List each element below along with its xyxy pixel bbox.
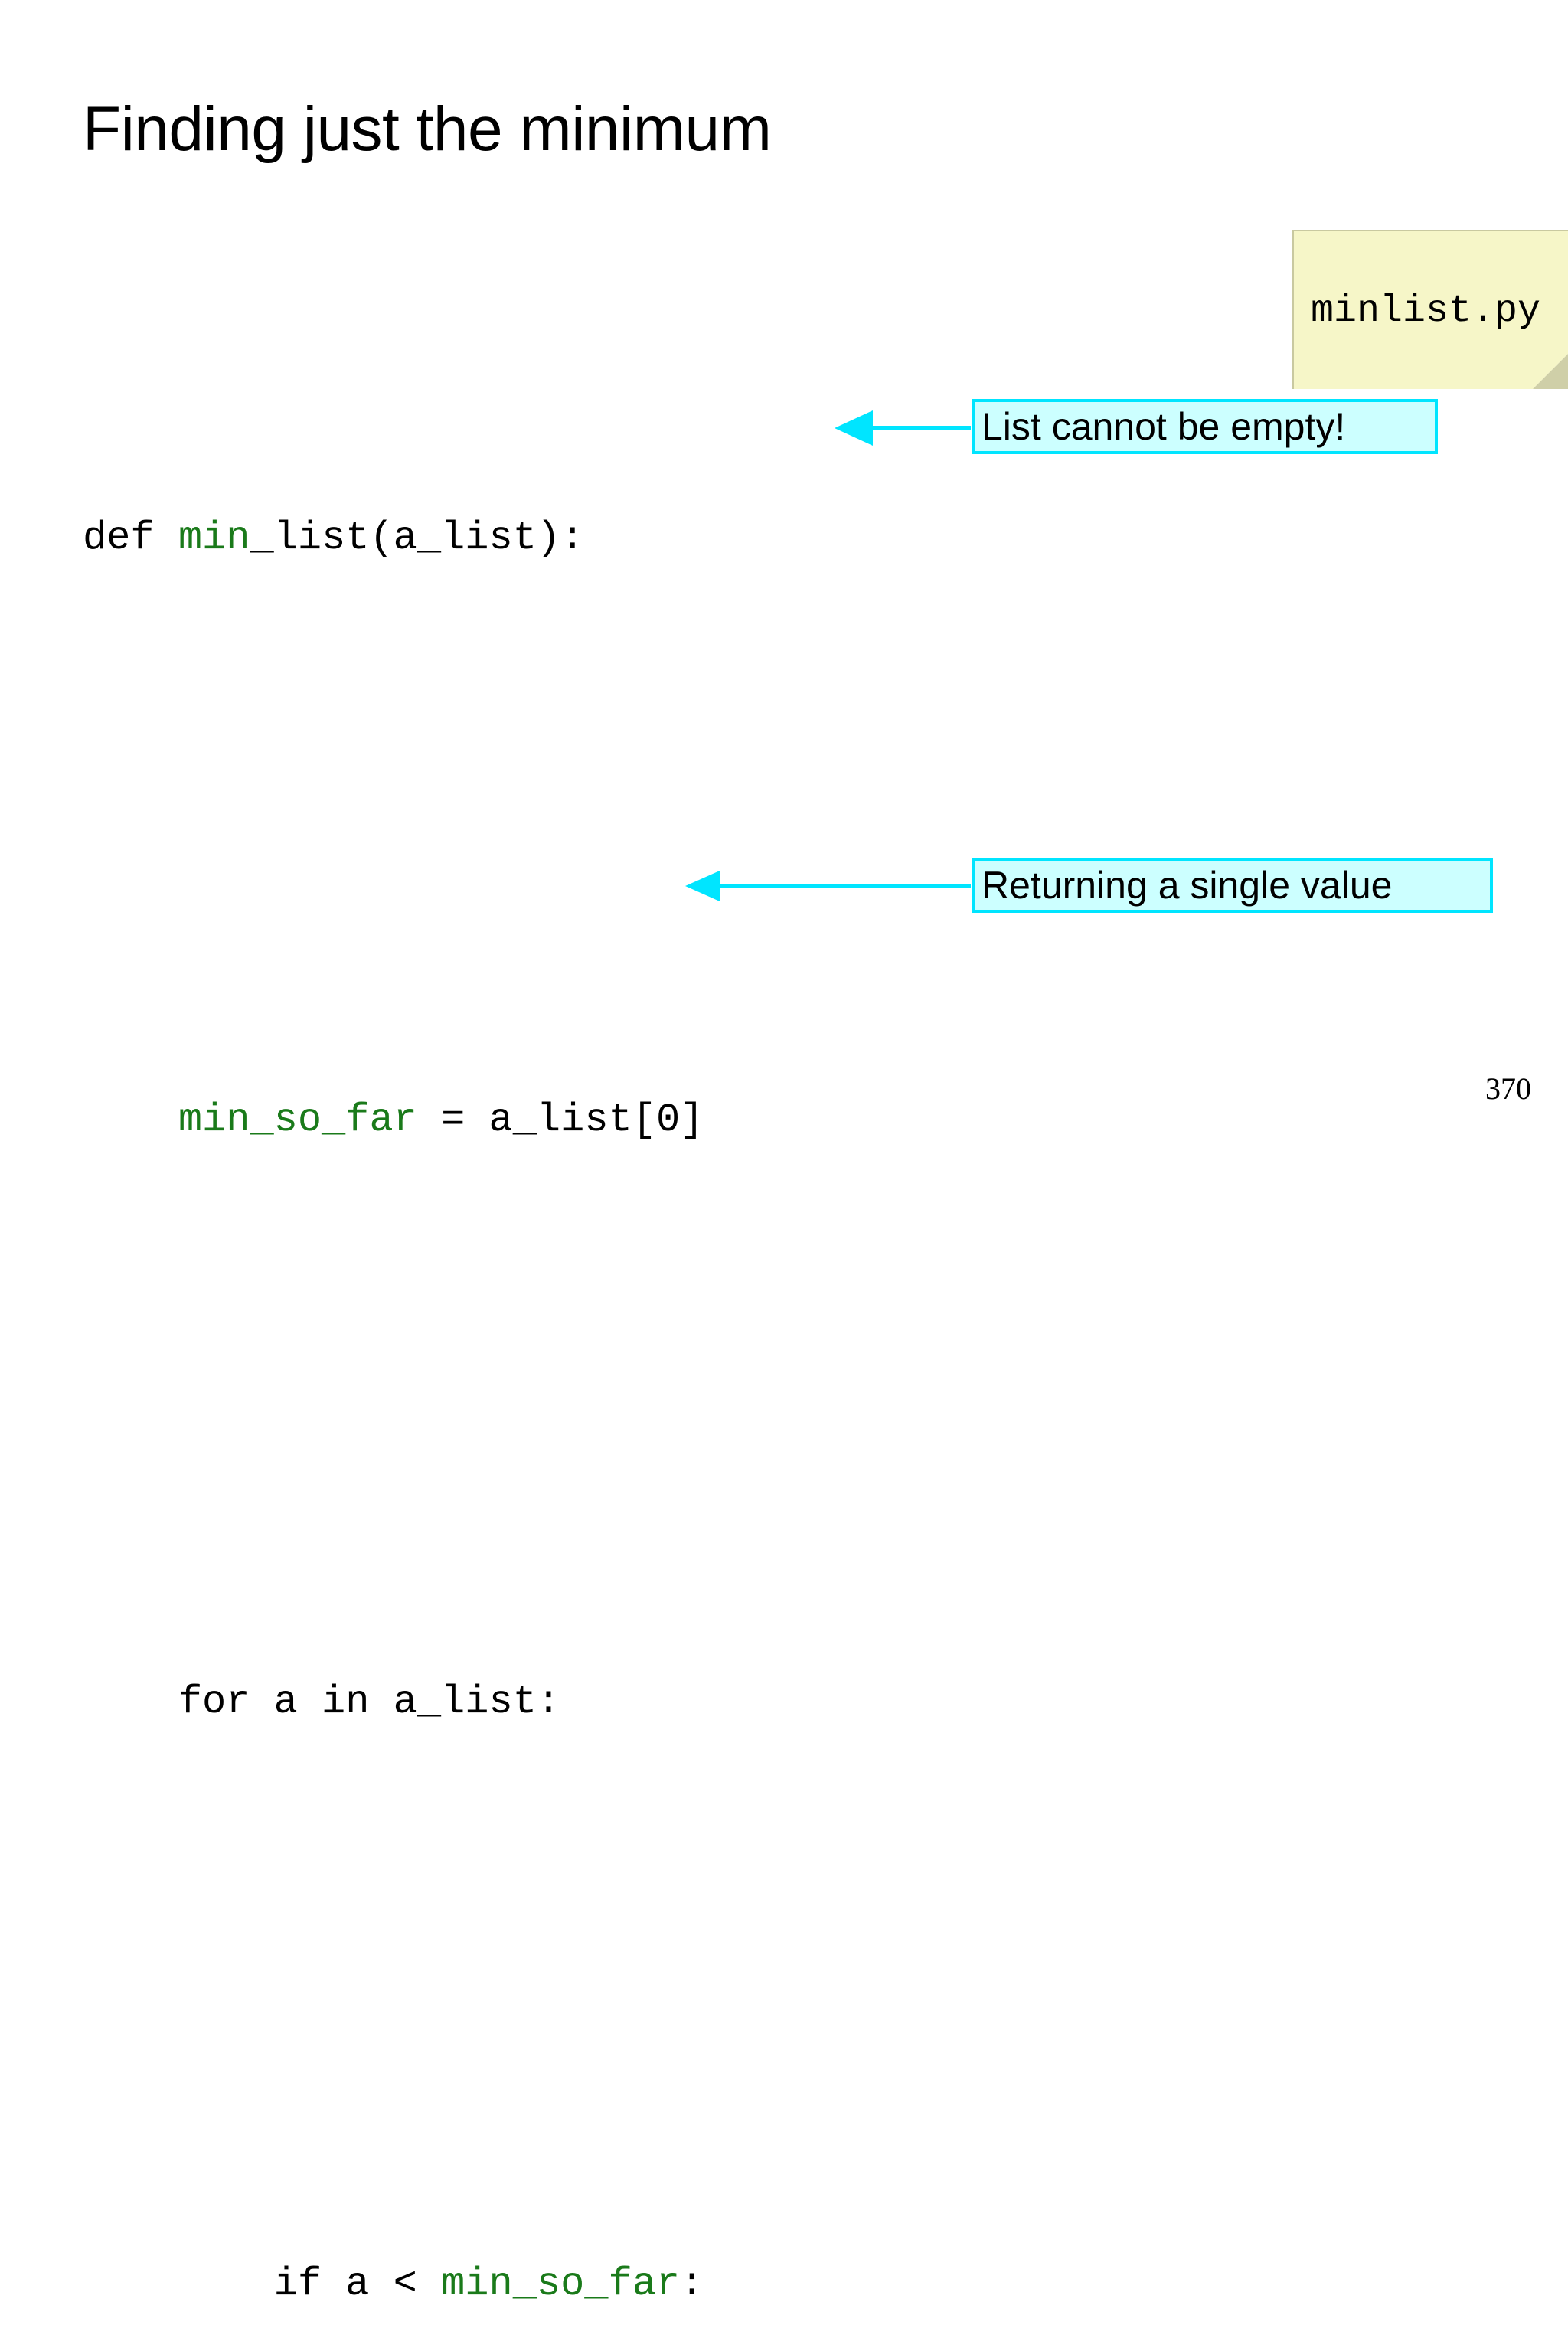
sticky-note-body — [1292, 230, 1568, 389]
code-token-for: for a in a_list: — [178, 1679, 561, 1725]
callout-returning-a-single-value: Returning a single value — [972, 858, 1493, 913]
callout-return-label: Returning a single value — [982, 864, 1393, 907]
code-line-init: min_so_far = a_list[0] — [83, 1084, 704, 1156]
code-line-blank-1 — [83, 793, 704, 865]
sticky-note-fold-icon — [1533, 354, 1568, 389]
sticky-note-filename-label: minlist.py — [1311, 289, 1541, 333]
code-token-init-green: min_so_far — [178, 1097, 417, 1143]
page-title: Finding just the minimum — [83, 94, 772, 164]
code-token-def-keyword: def — [83, 515, 178, 561]
code-token-if-green: min_so_far — [441, 2261, 681, 2307]
code-token-if-colon: : — [680, 2261, 704, 2307]
code-line-blank-3 — [83, 1957, 704, 2029]
code-token-def-name-green: min — [178, 515, 250, 561]
code-line-blank-2 — [83, 1375, 704, 1447]
code-block: def min_list(a_list): min_so_far = a_lis… — [83, 283, 704, 2351]
callout-empty-label: List cannot be empty! — [982, 405, 1346, 448]
page-number: 370 — [1485, 1071, 1531, 1106]
code-line-def: def min_list(a_list): — [83, 502, 704, 574]
arrow-to-return-value — [685, 871, 971, 901]
code-token-if-prefix: if a < — [273, 2261, 442, 2307]
code-line-for: for a in a_list: — [83, 1666, 704, 1738]
arrow-to-a-list-zero — [835, 410, 971, 446]
sticky-note-filename: minlist.py — [1292, 230, 1568, 389]
code-line-if: if a < min_so_far: — [83, 2248, 704, 2320]
code-token-init-rest: = a_list[0] — [416, 1097, 704, 1143]
callout-list-cannot-be-empty: List cannot be empty! — [972, 399, 1438, 454]
code-token-def-name-rest: _list(a_list): — [250, 515, 585, 561]
